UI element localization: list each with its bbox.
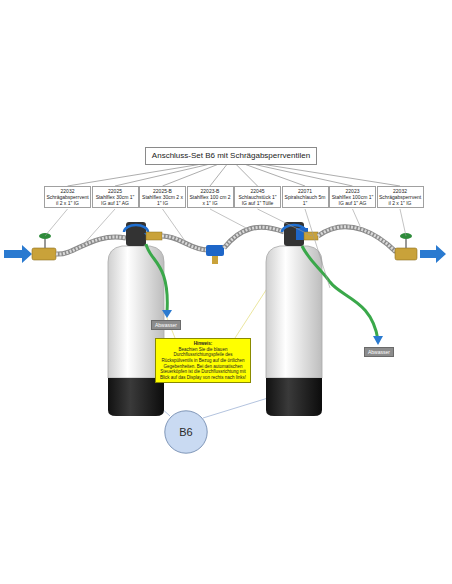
drain-tag: Abwasser bbox=[364, 347, 394, 357]
leader-line bbox=[210, 209, 250, 230]
article-number: 22071 bbox=[284, 188, 327, 194]
part-description: Stahlflex 100 cm 2 x 1" IG bbox=[189, 194, 232, 206]
drain-label: Abwasser bbox=[155, 322, 177, 328]
title-text: Anschluss-Set B6 mit Schrägabsperrventil… bbox=[152, 151, 310, 161]
leader-line bbox=[305, 209, 330, 288]
connector-line bbox=[246, 165, 305, 186]
connector-line bbox=[210, 165, 227, 186]
leader-line bbox=[82, 209, 115, 246]
article-number: 22023 bbox=[331, 188, 374, 194]
braided-hose bbox=[224, 227, 284, 248]
part-box: 22025Stahlflex 30cm 1" IG auf 1" AG bbox=[92, 186, 139, 208]
flow-arrow bbox=[373, 336, 383, 345]
flow-arrow bbox=[4, 245, 32, 263]
connector-line bbox=[255, 165, 352, 186]
set-label: B6 bbox=[179, 426, 192, 438]
rotation-arrow bbox=[124, 225, 148, 232]
brass-fitting bbox=[212, 256, 218, 264]
article-number: 22032 bbox=[46, 188, 89, 194]
connector-line bbox=[265, 165, 400, 186]
note-text: Beachten Sie die blauen Durchflussrichtu… bbox=[159, 347, 247, 381]
article-number: 22045 bbox=[236, 188, 279, 194]
part-description: Spiralschlauch 5m 1" bbox=[284, 194, 327, 206]
part-box: 22071Spiralschlauch 5m 1" bbox=[282, 186, 329, 208]
part-description: Schrägabsperrventil 2 x 1" IG bbox=[46, 194, 89, 206]
leader-line bbox=[400, 209, 406, 236]
part-box: 22045Schlauchstück 1" IG auf 1" Tülle bbox=[234, 186, 281, 208]
article-number: 22032 bbox=[379, 188, 422, 194]
note-heading: Hinweis: bbox=[159, 341, 247, 347]
bypass-valve bbox=[206, 245, 224, 256]
connector-line bbox=[163, 165, 218, 186]
tank-base bbox=[108, 378, 164, 416]
title-box: Anschluss-Set B6 mit Schrägabsperrventil… bbox=[145, 147, 317, 165]
flow-arrow bbox=[162, 310, 172, 318]
tank-base bbox=[266, 378, 322, 416]
circle-shape bbox=[165, 411, 207, 453]
braided-hose bbox=[162, 236, 208, 250]
part-description: Stahlflex 100cm 1" IG auf 1" AG bbox=[331, 194, 374, 206]
article-number: 22025 bbox=[94, 188, 137, 194]
leader-line bbox=[163, 209, 186, 241]
valve-body bbox=[32, 248, 56, 260]
braided-hose bbox=[318, 227, 396, 252]
drain-label: Abwasser bbox=[368, 349, 390, 355]
drain-hose bbox=[146, 244, 167, 312]
leader-line bbox=[258, 209, 313, 236]
valve-body bbox=[395, 248, 417, 260]
part-box: 22032Schrägabsperrventil 2 x 1" IG bbox=[44, 186, 91, 208]
part-box: 22023-BStahlflex 100 cm 2 x 1" IG bbox=[187, 186, 234, 208]
part-box: 22032Schrägabsperrventil 2 x 1" IG bbox=[377, 186, 424, 208]
article-number: 22025-B bbox=[141, 188, 184, 194]
braided-hose bbox=[318, 227, 396, 252]
drain-tag: Abwasser bbox=[151, 320, 181, 330]
part-box: 22025-BStahlflex 30cm 2 x 1" IG bbox=[139, 186, 186, 208]
connector-line bbox=[68, 165, 199, 186]
set-circle: B6 bbox=[164, 410, 208, 454]
article-number: 22023-B bbox=[189, 188, 232, 194]
valve-stem bbox=[405, 239, 407, 248]
brass-fitting bbox=[146, 232, 162, 240]
part-description: Stahlflex 30cm 2 x 1" IG bbox=[141, 194, 184, 206]
pointer-line bbox=[203, 398, 268, 418]
flow-arrow bbox=[420, 245, 446, 263]
connector-line bbox=[115, 165, 208, 186]
part-description: Stahlflex 30cm 1" IG auf 1" AG bbox=[94, 194, 137, 206]
part-box: 22023Stahlflex 100cm 1" IG auf 1" AG bbox=[329, 186, 376, 208]
part-description: Schlauchstück 1" IG auf 1" Tülle bbox=[236, 194, 279, 206]
leader-line bbox=[353, 209, 361, 226]
braided-hose bbox=[224, 227, 284, 248]
leader-line bbox=[45, 209, 68, 236]
filter-tank bbox=[266, 246, 322, 378]
part-description: Schrägabsperrventil 2 x 1" IG bbox=[379, 194, 422, 206]
braided-hose bbox=[162, 236, 208, 250]
note-box: Hinweis:Beachten Sie die blauen Durchflu… bbox=[155, 338, 251, 383]
spiral-hose bbox=[302, 246, 378, 340]
valve-stem bbox=[44, 239, 46, 248]
